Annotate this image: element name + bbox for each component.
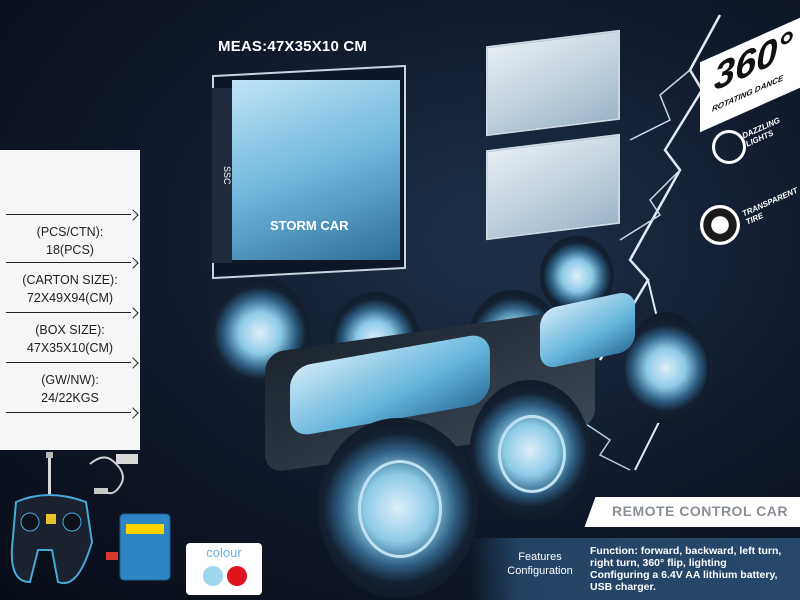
- car-wheel: [625, 312, 707, 424]
- features-label: Features Configuration: [500, 550, 580, 578]
- package-front-art: [232, 80, 400, 260]
- spec-carton-label: (CARTON SIZE):: [22, 273, 118, 287]
- wheel-hub: [498, 415, 566, 493]
- spec-carton-value: 72X49X94(CM): [26, 291, 114, 305]
- remote-controller-graphic: [10, 452, 171, 585]
- features-label-line2: Configuration: [507, 565, 573, 577]
- flip-thumbnail: [486, 133, 620, 241]
- colour-label: colour: [206, 545, 242, 560]
- wheel-hub: [358, 460, 442, 558]
- spec-divider: [6, 262, 131, 263]
- swatch-blue[interactable]: [203, 566, 223, 586]
- package-title: STORM CAR: [270, 218, 349, 233]
- features-desc-line: USB charger.: [590, 581, 656, 593]
- features-desc-line: right turn, 360° flip, lighting: [590, 557, 727, 569]
- spec-panel: [0, 150, 140, 450]
- rotation-thumbnail: [486, 29, 620, 137]
- bulb-icon: [712, 130, 746, 164]
- spec-box-value: 47X35X10(CM): [26, 341, 114, 355]
- spec-divider: [6, 412, 131, 413]
- package-measurement: MEAS:47X35X10 CM: [218, 38, 368, 55]
- spec-divider: [6, 214, 131, 215]
- features-label-line1: Features: [518, 551, 562, 563]
- features-desc-line: Configuring a 6.4V AA lithium battery,: [590, 569, 778, 581]
- spec-divider: [6, 312, 131, 313]
- spec-pcs-value: 18(PCS): [46, 243, 94, 257]
- colour-panel: [186, 543, 262, 595]
- package-side-label: SSC: [212, 88, 232, 263]
- spec-divider: [6, 362, 131, 363]
- features-description: Function: forward, backward, left turn, …: [590, 545, 800, 593]
- tire-icon: [700, 205, 740, 245]
- spec-pcs-label: (PCS/CTN):: [36, 225, 104, 239]
- swatch-red[interactable]: [227, 566, 247, 586]
- features-desc-line: Function: forward, backward, left turn,: [590, 545, 782, 557]
- spec-weight-value: 24/22KGS: [41, 391, 99, 405]
- product-banner-text: REMOTE CONTROL CAR: [612, 503, 788, 519]
- spec-weight-label: (GW/NW):: [41, 373, 99, 387]
- spec-box-label: (BOX SIZE):: [35, 323, 105, 337]
- features-band: [470, 538, 800, 600]
